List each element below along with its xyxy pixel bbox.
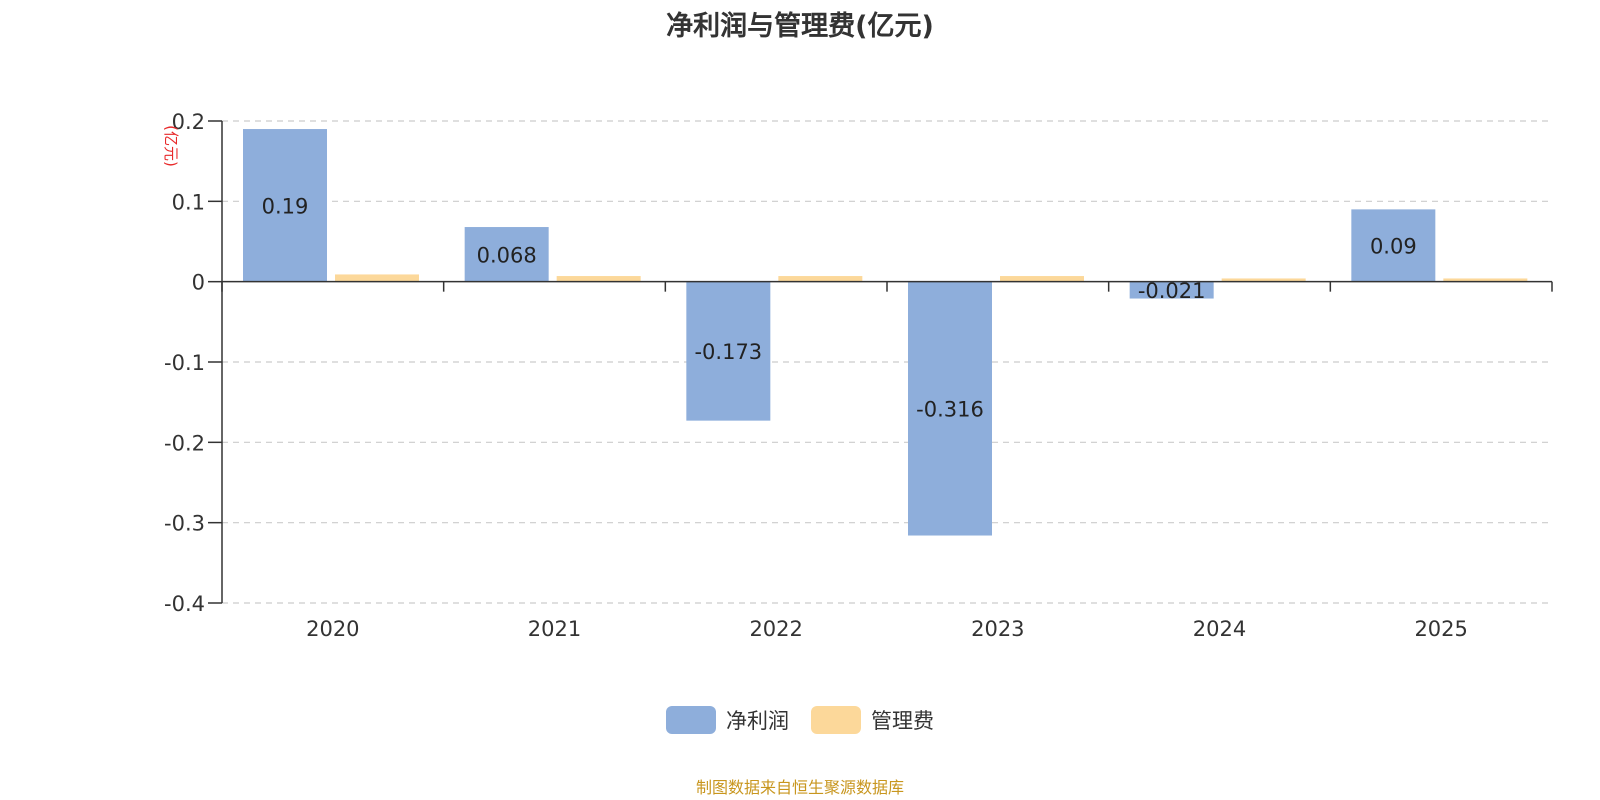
- legend-item-net-profit[interactable]: 净利润: [666, 705, 789, 735]
- legend-label-admin-expense: 管理费: [871, 709, 934, 733]
- bar-admin-expense-2023: [1000, 276, 1084, 282]
- bar-admin-expense-2021: [556, 276, 641, 282]
- bar-net-profit-2020: [243, 129, 327, 282]
- x-tick-label: 2022: [749, 617, 802, 641]
- bar-admin-expense-2022: [778, 276, 863, 282]
- y-tick-label: 0: [192, 271, 205, 295]
- bar-net-profit-2025: [1351, 209, 1436, 282]
- y-tick-label: -0.1: [164, 351, 205, 375]
- y-tick-label: -0.4: [164, 592, 205, 616]
- y-tick-label: 0.1: [172, 190, 205, 214]
- data-label-net-profit: -0.173: [694, 340, 762, 364]
- legend-swatch-admin-expense: [811, 706, 861, 734]
- x-tick-label: 2020: [306, 617, 359, 641]
- bar-net-profit-2024: [1129, 281, 1214, 299]
- legend-label-net-profit: 净利润: [726, 709, 789, 733]
- bar-admin-expense-2024: [1221, 278, 1306, 282]
- y-axis-label: (亿元): [162, 125, 180, 167]
- x-tick-label: 2023: [971, 617, 1024, 641]
- data-label-net-profit: 0.19: [262, 194, 309, 218]
- bar-admin-expense-2020: [335, 274, 419, 282]
- y-tick-label: 0.2: [172, 110, 205, 134]
- legend-item-admin-expense[interactable]: 管理费: [811, 705, 934, 735]
- y-tick-label: -0.3: [164, 512, 205, 536]
- bar-admin-expense-2025: [1443, 278, 1528, 282]
- data-label-net-profit: -0.021: [1138, 279, 1206, 303]
- chart-title: 净利润与管理费(亿元): [666, 11, 934, 42]
- bar-net-profit-2022: [686, 281, 771, 421]
- data-label-net-profit: 0.068: [477, 243, 537, 267]
- source-note: 制图数据来自恒生聚源数据库: [695, 778, 904, 797]
- x-tick-label: 2025: [1414, 617, 1467, 641]
- bar-net-profit-2023: [908, 281, 992, 536]
- data-label-net-profit: 0.09: [1370, 235, 1417, 259]
- legend: 净利润 管理费: [0, 705, 1600, 735]
- data-label-net-profit: -0.316: [916, 398, 984, 422]
- x-tick-label: 2021: [528, 617, 581, 641]
- y-tick-label: -0.2: [164, 431, 205, 455]
- x-tick-label: 2024: [1193, 617, 1246, 641]
- legend-swatch-net-profit: [666, 706, 716, 734]
- bar-net-profit-2021: [464, 227, 549, 282]
